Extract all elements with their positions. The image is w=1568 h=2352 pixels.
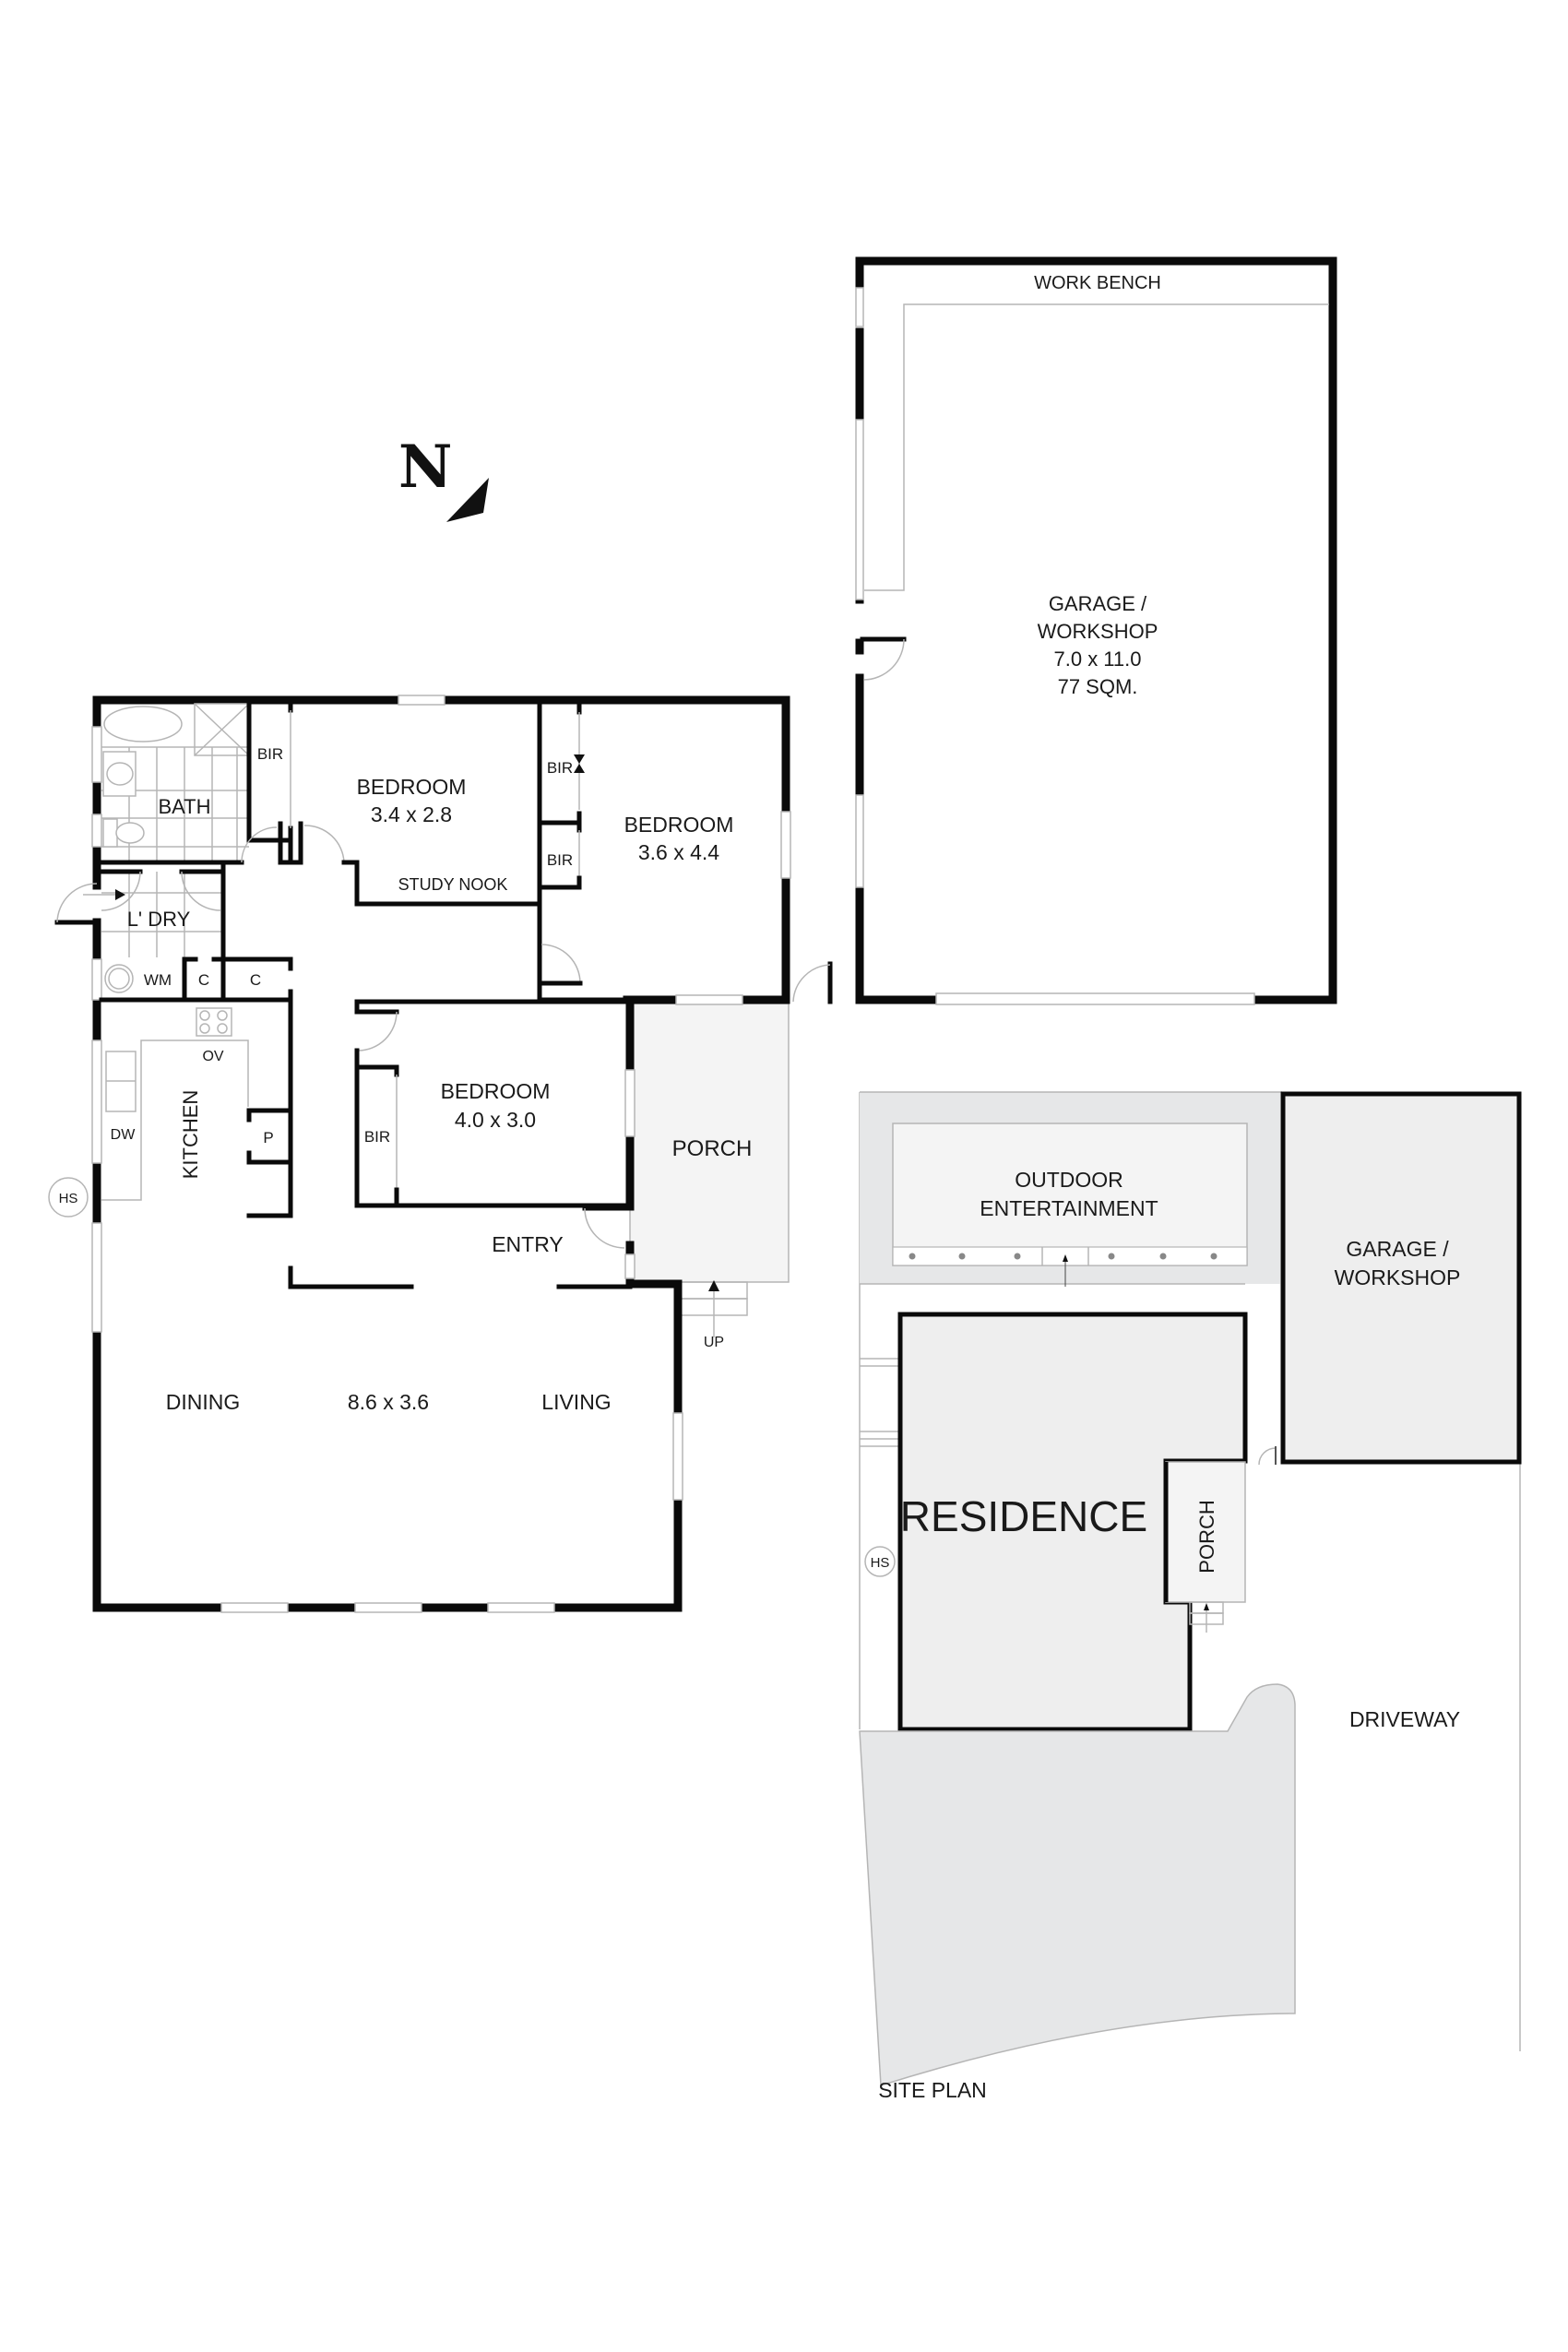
living-dining: DINING 8.6 x 3.6 LIVING [166, 1265, 633, 1414]
porch-label: PORCH [672, 1136, 753, 1161]
laundry-label: L' DRY [127, 908, 191, 931]
site-plan: OUTDOOR ENTERTAINMENT GARAGE / WORKSHOP … [859, 1091, 1522, 2102]
bir-bedroom2-top-label: BIR [547, 759, 573, 777]
garage-dimensions: 7.0 x 11.0 [1054, 647, 1142, 671]
bir-bedroom1-label: BIR [257, 745, 283, 763]
entry-label: ENTRY [492, 1232, 564, 1256]
bir-bedroom2-bottom-label: BIR [547, 851, 573, 869]
entry-arrow-icon [115, 889, 125, 900]
bir-bedroom3-label: BIR [364, 1128, 390, 1146]
dining-label: DINING [166, 1390, 241, 1414]
bedroom2-dimensions: 3.6 x 4.4 [638, 840, 719, 864]
north-arrow-icon [446, 478, 489, 522]
outdoor-post-markers [909, 1253, 1218, 1260]
garage-workshop: WORK BENCH GARAGE / WORKSHOP 7.0 x 11.0 … [855, 256, 1337, 1005]
bathroom: BATH [101, 703, 250, 862]
living-label: LIVING [541, 1390, 611, 1414]
outdoor-label-line2: ENTERTAINMENT [980, 1196, 1158, 1220]
wm-label: WM [144, 971, 172, 989]
entry: ENTRY [492, 1206, 630, 1256]
north-compass: N [398, 433, 489, 522]
window [855, 419, 864, 600]
garage-door [935, 992, 1255, 1005]
dishwasher-label: DW [111, 1127, 137, 1143]
work-bench-label: WORK BENCH [1034, 273, 1161, 293]
kitchen: OV DW P KITCHEN HS [48, 997, 293, 1218]
north-letter: N [398, 433, 453, 502]
pantry-label: P [263, 1129, 273, 1146]
bedroom-2: BIR BIR BEDROOM 3.6 x 4.4 [537, 697, 734, 1003]
site-plan-title: SITE PLAN [878, 2078, 987, 2102]
bath-label: BATH [158, 795, 210, 818]
living-dining-dimensions: 8.6 x 3.6 [348, 1390, 429, 1414]
outdoor-label-line1: OUTDOOR [1015, 1168, 1123, 1192]
bedroom2-name: BEDROOM [624, 813, 734, 837]
lawn-area [859, 1683, 1296, 2087]
bedroom3-dimensions: 4.0 x 3.0 [455, 1108, 536, 1132]
bedroom3-name: BEDROOM [441, 1079, 551, 1103]
entry-steps: UP [680, 1280, 748, 1350]
steps-up-label: UP [704, 1335, 724, 1350]
cupboard-2-label: C [250, 971, 261, 989]
garage-name-line2: WORKSHOP [1038, 620, 1158, 643]
windows [91, 695, 791, 1613]
garage-area: 77 SQM. [1058, 675, 1138, 698]
window [855, 287, 864, 327]
oven-label: OV [202, 1049, 223, 1064]
bedroom-3: BIR BEDROOM 4.0 x 3.0 [354, 999, 633, 1208]
bedroom1-name: BEDROOM [357, 775, 467, 799]
site-hs-label: HS [871, 1555, 890, 1571]
site-garage-line1: GARAGE / [1346, 1237, 1449, 1261]
garage-name-line1: GARAGE / [1049, 592, 1147, 615]
site-porch-label: PORCH [1195, 1500, 1218, 1573]
bedroom-1: BEDROOM 3.4 x 2.8 STUDY NOOK [341, 697, 542, 1001]
kitchen-label: KITCHEN [179, 1090, 202, 1180]
cupboard-1-label: C [198, 971, 209, 989]
porch: PORCH [629, 1003, 790, 1283]
driveway-label: DRIVEWAY [1349, 1707, 1460, 1731]
hs-label: HS [59, 1191, 78, 1206]
up-arrow-icon [708, 1280, 719, 1291]
site-garage-line2: WORKSHOP [1335, 1265, 1461, 1289]
residence-label: RESIDENCE [900, 1492, 1147, 1540]
door-swing [863, 638, 905, 681]
window [855, 794, 864, 888]
study-nook-label: STUDY NOOK [398, 875, 508, 894]
bedroom1-dimensions: 3.4 x 2.8 [371, 802, 452, 826]
